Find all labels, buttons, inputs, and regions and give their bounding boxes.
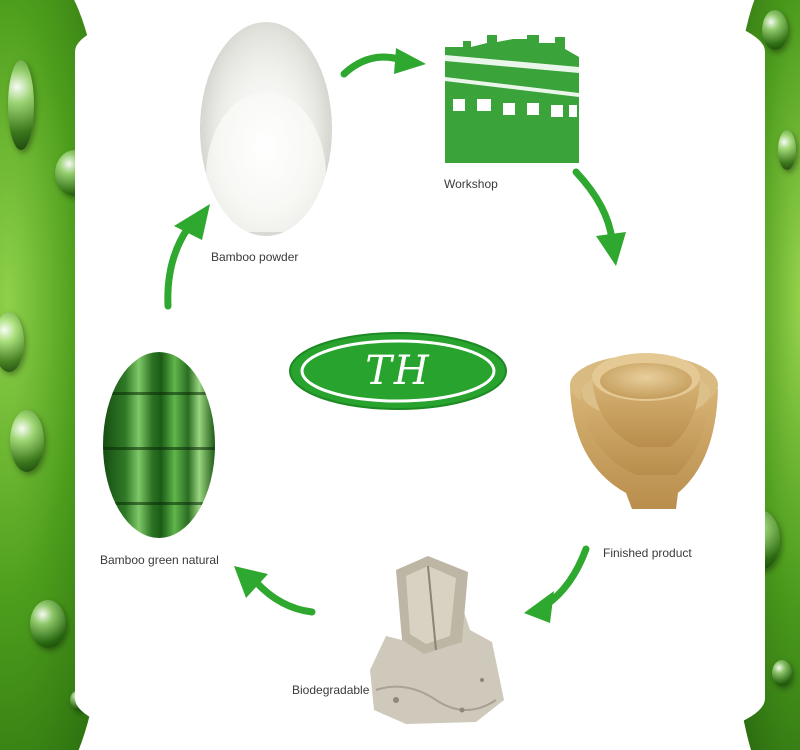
bamboo-green-natural-label: Bamboo green natural [100,553,219,567]
water-drop [778,130,796,170]
bamboo-powder-label: Bamboo powder [211,250,299,264]
water-drop [8,60,34,150]
water-drop [762,10,788,50]
water-drop [772,660,792,686]
finished-product-label: Finished product [603,546,692,560]
biodegradable-product-image [370,556,504,724]
arrow-bamboo-to-powder-icon [164,204,210,310]
powder-mound [206,92,326,232]
biodegradable-label: Biodegradable [292,683,370,697]
bamboo-powder-image [200,22,332,236]
bamboo-stalks-image [103,352,215,538]
bamboo-node [103,447,215,450]
th-logo [289,332,507,410]
water-drop [10,410,44,472]
water-drop [30,600,66,648]
workshop-icon [445,35,579,163]
water-drop [0,312,24,372]
arrow-product-to-biodegradable-icon [524,545,590,623]
bamboo-node [103,502,215,505]
arrow-powder-to-workshop-icon [340,48,426,78]
logo-text: TH [365,348,431,394]
finished-product-bowls-image [570,353,718,509]
arrow-workshop-to-product-icon [572,168,626,266]
bamboo-node [103,392,215,395]
workshop-label: Workshop [444,177,498,191]
arrow-biodegradable-to-bamboo-icon [234,566,316,616]
